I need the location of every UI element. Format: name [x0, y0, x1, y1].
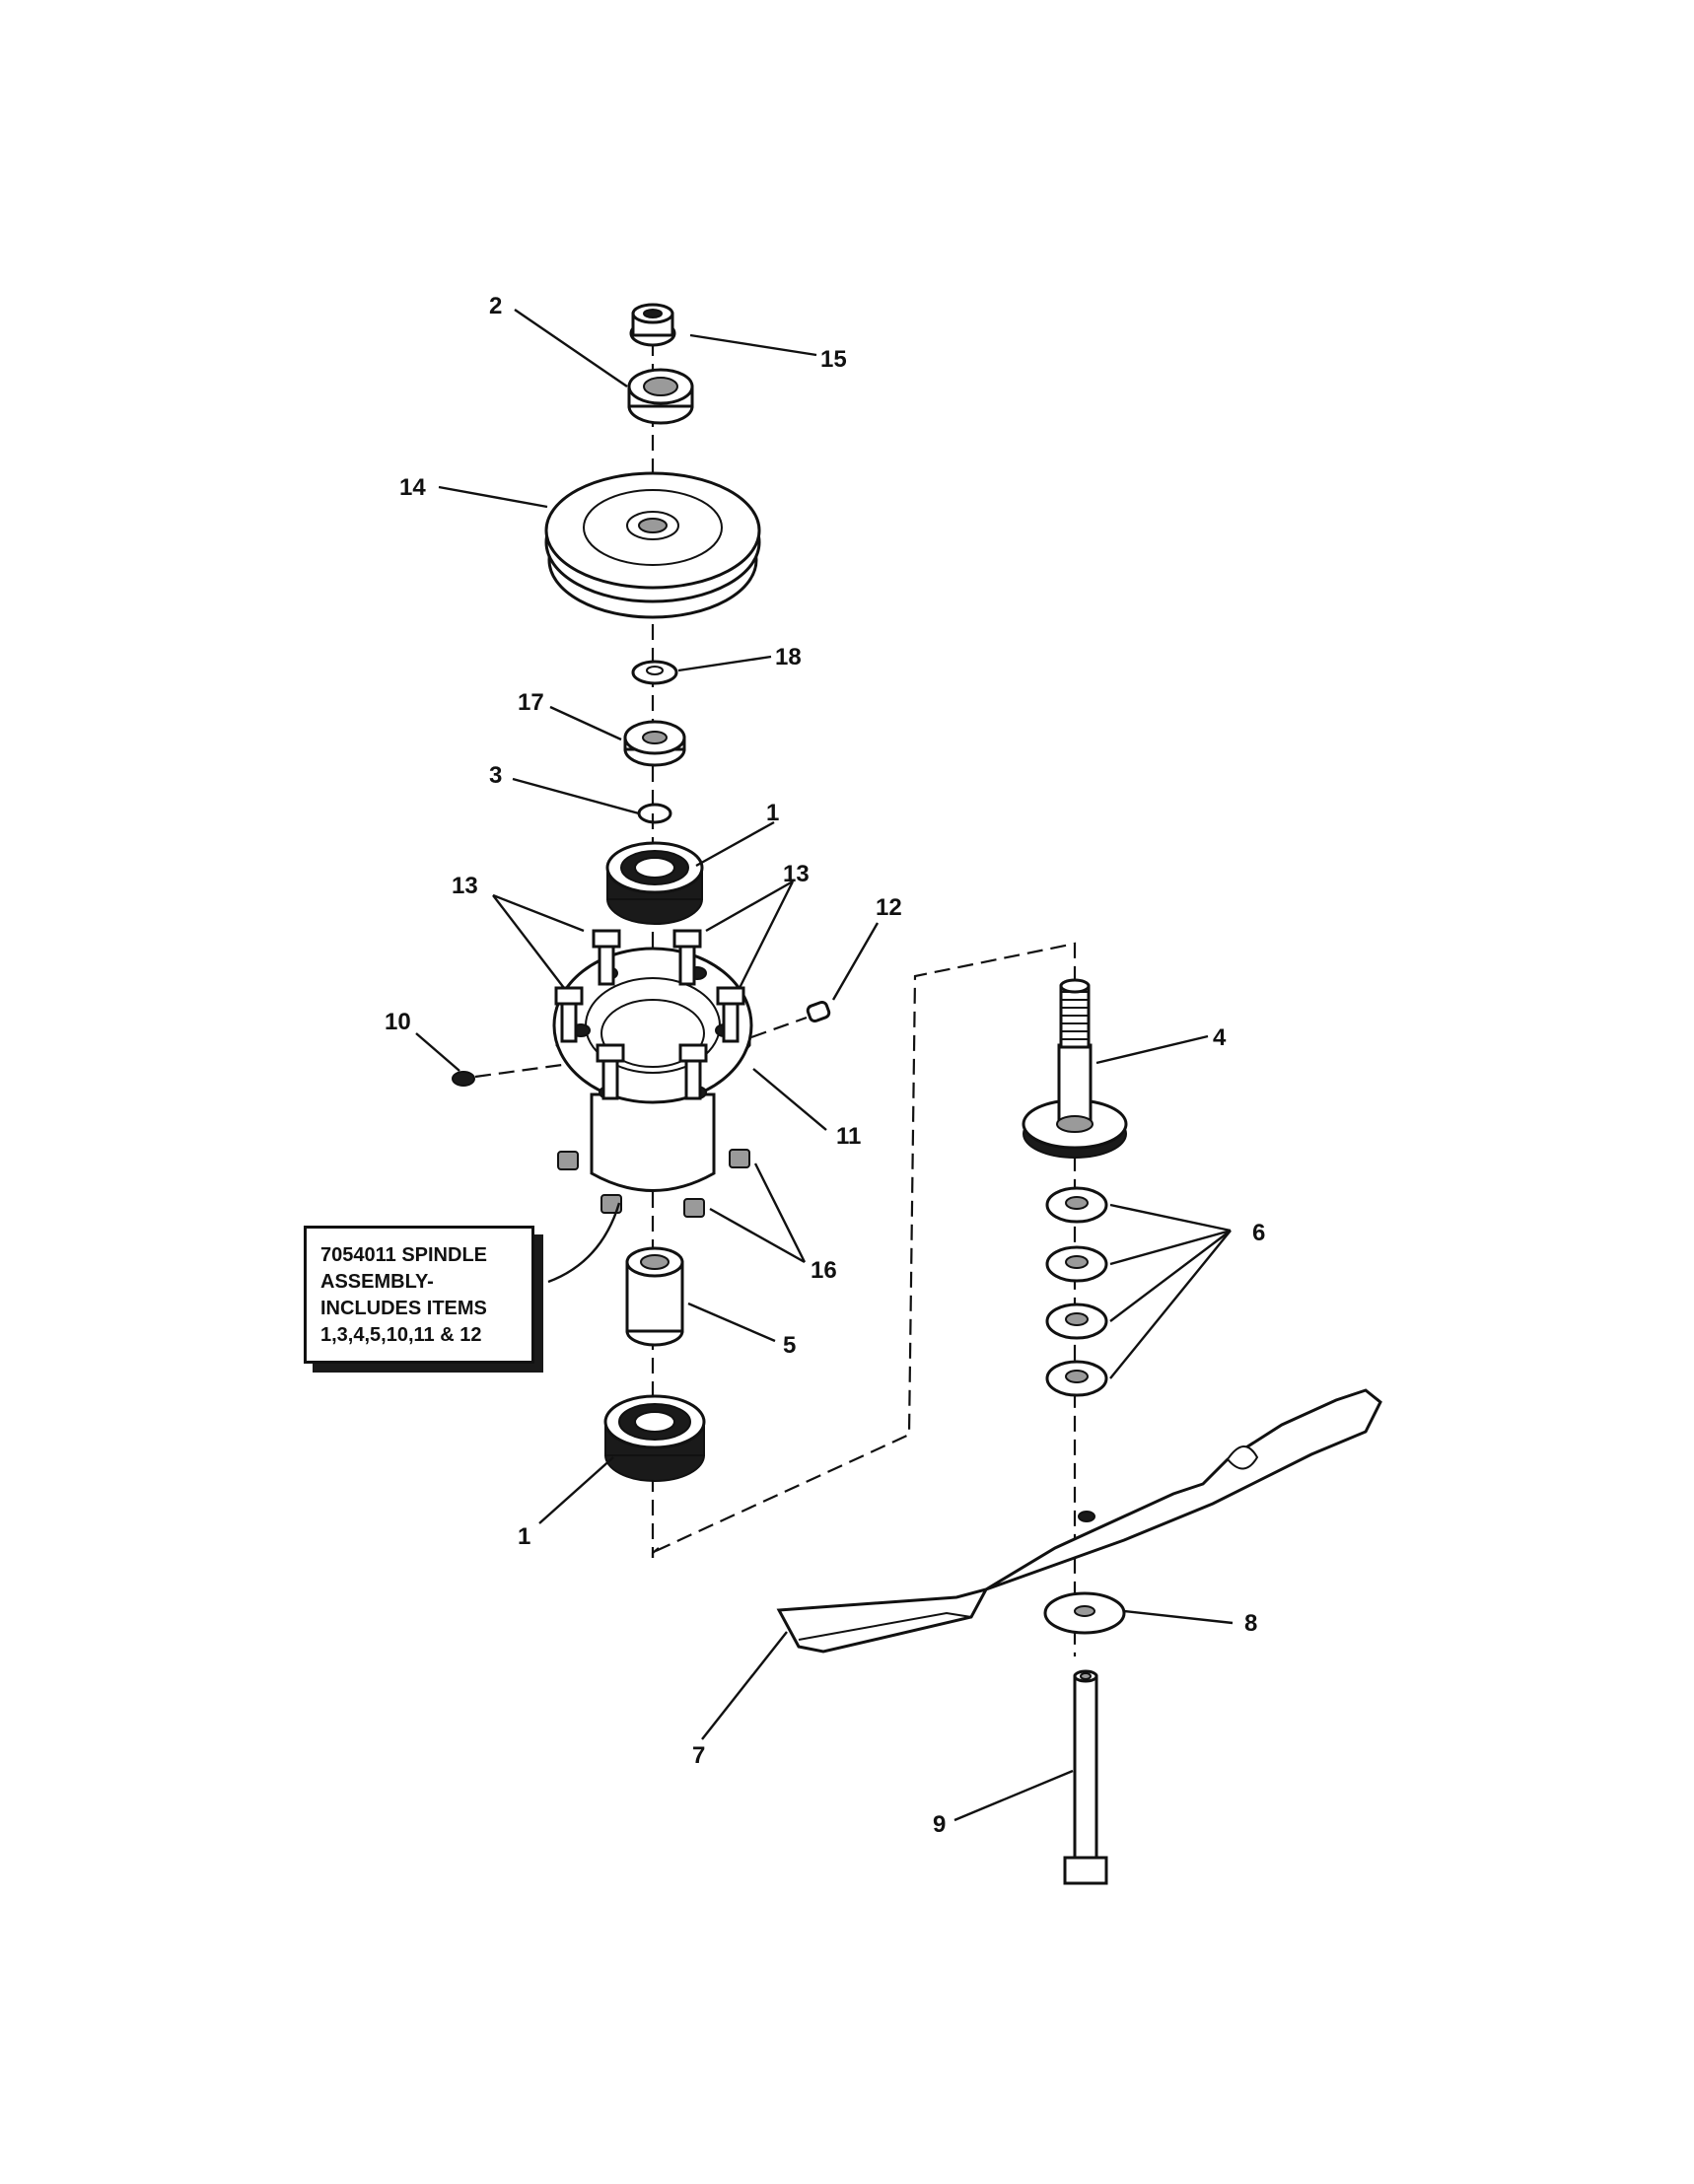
spacer-washer — [623, 720, 686, 767]
grease-plug — [452, 1063, 563, 1087]
callout-15: 15 — [820, 346, 847, 373]
note-line-2: ASSEMBLY- — [320, 1271, 434, 1293]
blade-washer — [1043, 1591, 1126, 1635]
callout-1-bottom: 1 — [518, 1523, 530, 1550]
callout-7: 7 — [692, 1742, 705, 1769]
callout-9: 9 — [933, 1811, 946, 1838]
housing-bolts — [554, 929, 745, 1100]
note-line-3: INCLUDES ITEMS — [320, 1298, 487, 1319]
callout-18: 18 — [775, 644, 802, 670]
blade-bolt — [1063, 1669, 1108, 1885]
spindle-assembly-note: 7054011 SPINDLE ASSEMBLY- INCLUDES ITEMS… — [304, 1226, 534, 1364]
callout-1-top: 1 — [766, 800, 779, 826]
callout-12: 12 — [876, 894, 902, 921]
note-line-4: 1,3,4,5,10,11 & 12 — [320, 1324, 482, 1346]
leader-lines — [415, 309, 1234, 1822]
callout-8: 8 — [1244, 1610, 1257, 1637]
callout-6: 6 — [1252, 1220, 1265, 1246]
callout-11: 11 — [836, 1123, 861, 1150]
callout-labels: 15 2 14 18 17 3 1 13 13 12 10 4 11 6 16 … — [385, 293, 1265, 1838]
note-line-1: 7054011 SPINDLE — [320, 1244, 487, 1266]
callout-10: 10 — [385, 1009, 411, 1035]
callout-14: 14 — [399, 474, 426, 501]
bolt-6 — [678, 1043, 708, 1100]
small-washer — [631, 660, 678, 685]
callout-16: 16 — [811, 1257, 837, 1284]
callout-2: 2 — [489, 293, 502, 319]
spindle-housing — [552, 947, 753, 1192]
snap-ring — [637, 803, 672, 824]
bearing-bushing — [627, 368, 694, 425]
top-bearing — [605, 841, 704, 925]
bolt-5 — [596, 1043, 625, 1100]
spacer-tube — [625, 1246, 684, 1347]
hex-nuts — [557, 1149, 750, 1218]
callout-13-right: 13 — [783, 861, 810, 887]
bolt-4 — [716, 986, 745, 1043]
callout-5: 5 — [783, 1332, 796, 1359]
bolt-1 — [592, 929, 621, 986]
callout-3: 3 — [489, 762, 502, 789]
bolt-3 — [554, 986, 584, 1043]
bolt-2 — [672, 929, 702, 986]
mower-blade — [776, 1388, 1382, 1654]
adapter-washers — [1045, 1186, 1108, 1397]
spindle-shaft — [1022, 978, 1128, 1159]
flange-nut — [629, 303, 676, 347]
bottom-bearing — [603, 1394, 706, 1482]
grease-fitting — [750, 1000, 831, 1039]
callout-4: 4 — [1213, 1024, 1227, 1051]
axis-to-spindle-shaft — [655, 942, 1077, 1656]
callout-13-left: 13 — [452, 873, 478, 899]
pulley — [544, 471, 761, 619]
callout-17: 17 — [518, 689, 544, 716]
